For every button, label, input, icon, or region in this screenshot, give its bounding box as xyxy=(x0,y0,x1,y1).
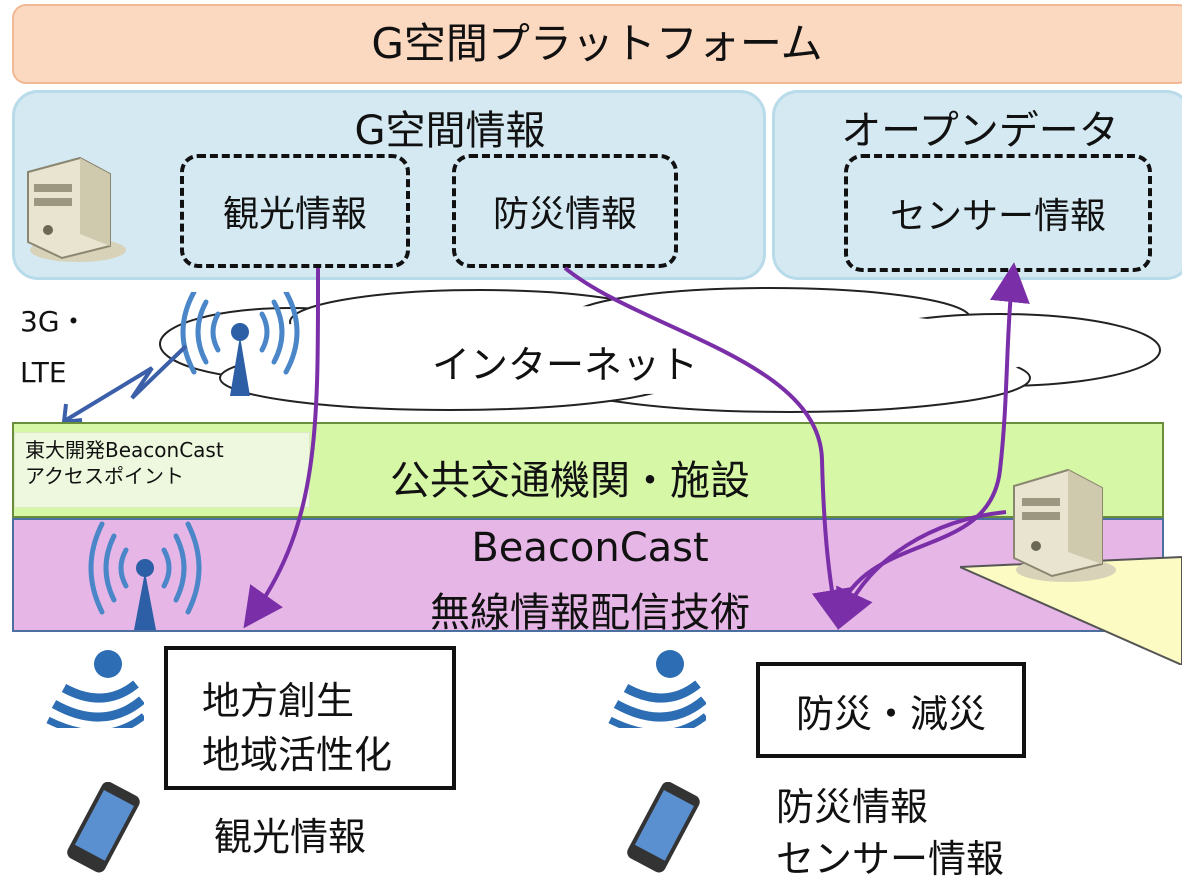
beacon-antenna-icon xyxy=(88,521,202,630)
access-point-line1: 東大開発BeaconCast xyxy=(25,438,224,462)
mobile-label-lte: LTE xyxy=(20,356,67,389)
open-data-box xyxy=(772,90,1182,280)
platform-banner xyxy=(12,4,1182,84)
open-data-title: オープンデータ xyxy=(841,108,1119,154)
disaster-mitigation-box: 防災・減災 xyxy=(756,662,1026,758)
server-arrow xyxy=(836,510,1007,631)
internet-label: インターネット xyxy=(431,343,698,387)
disaster-arrow xyxy=(563,266,852,630)
smartphone-icon xyxy=(627,782,700,873)
wifi-signal-icon xyxy=(608,650,706,728)
disaster-info-item: 防災情報 xyxy=(452,154,678,268)
left-box-line2: 地域活性化 xyxy=(202,733,393,777)
wifi-signal-icon xyxy=(46,650,144,728)
public-facility-label: 公共交通機関・施設 xyxy=(390,458,750,504)
server-icon xyxy=(27,156,126,262)
beaconcast-subtitle: 無線情報配信技術 xyxy=(430,590,750,636)
tourism-info-label: 観光情報 xyxy=(222,194,367,235)
internet-cloud xyxy=(159,287,1161,413)
right-caption-line2: センサー情報 xyxy=(776,837,1005,881)
tourism-arrow xyxy=(243,267,321,629)
server-icon xyxy=(1013,468,1116,582)
platform-title: G空間プラットフォーム xyxy=(371,19,823,68)
right-caption-line1: 防災情報 xyxy=(776,785,929,829)
left-caption: 観光情報 xyxy=(214,815,367,859)
g-space-title: G空間情報 xyxy=(354,108,546,154)
beaconcast-band xyxy=(12,518,1164,632)
mobile-label-3g: 3G・ xyxy=(20,305,88,338)
access-point-line2: アクセスポイント xyxy=(25,464,184,488)
sensor-info-label: センサー情報 xyxy=(889,196,1106,237)
cell-tower-icon xyxy=(180,292,300,396)
disaster-info-label: 防災情報 xyxy=(492,194,637,235)
left-box-line1: 地方創生 xyxy=(202,679,355,723)
beaconcast-title: BeaconCast xyxy=(471,525,709,571)
sensor-arrow xyxy=(836,262,1030,613)
right-box-label: 防災・減災 xyxy=(795,691,986,736)
smartphone-icon xyxy=(67,782,140,873)
g-space-info-box xyxy=(12,90,766,280)
regional-revitalization-box: 地方創生 地域活性化 xyxy=(164,646,456,790)
tourism-info-item: 観光情報 xyxy=(180,154,410,268)
